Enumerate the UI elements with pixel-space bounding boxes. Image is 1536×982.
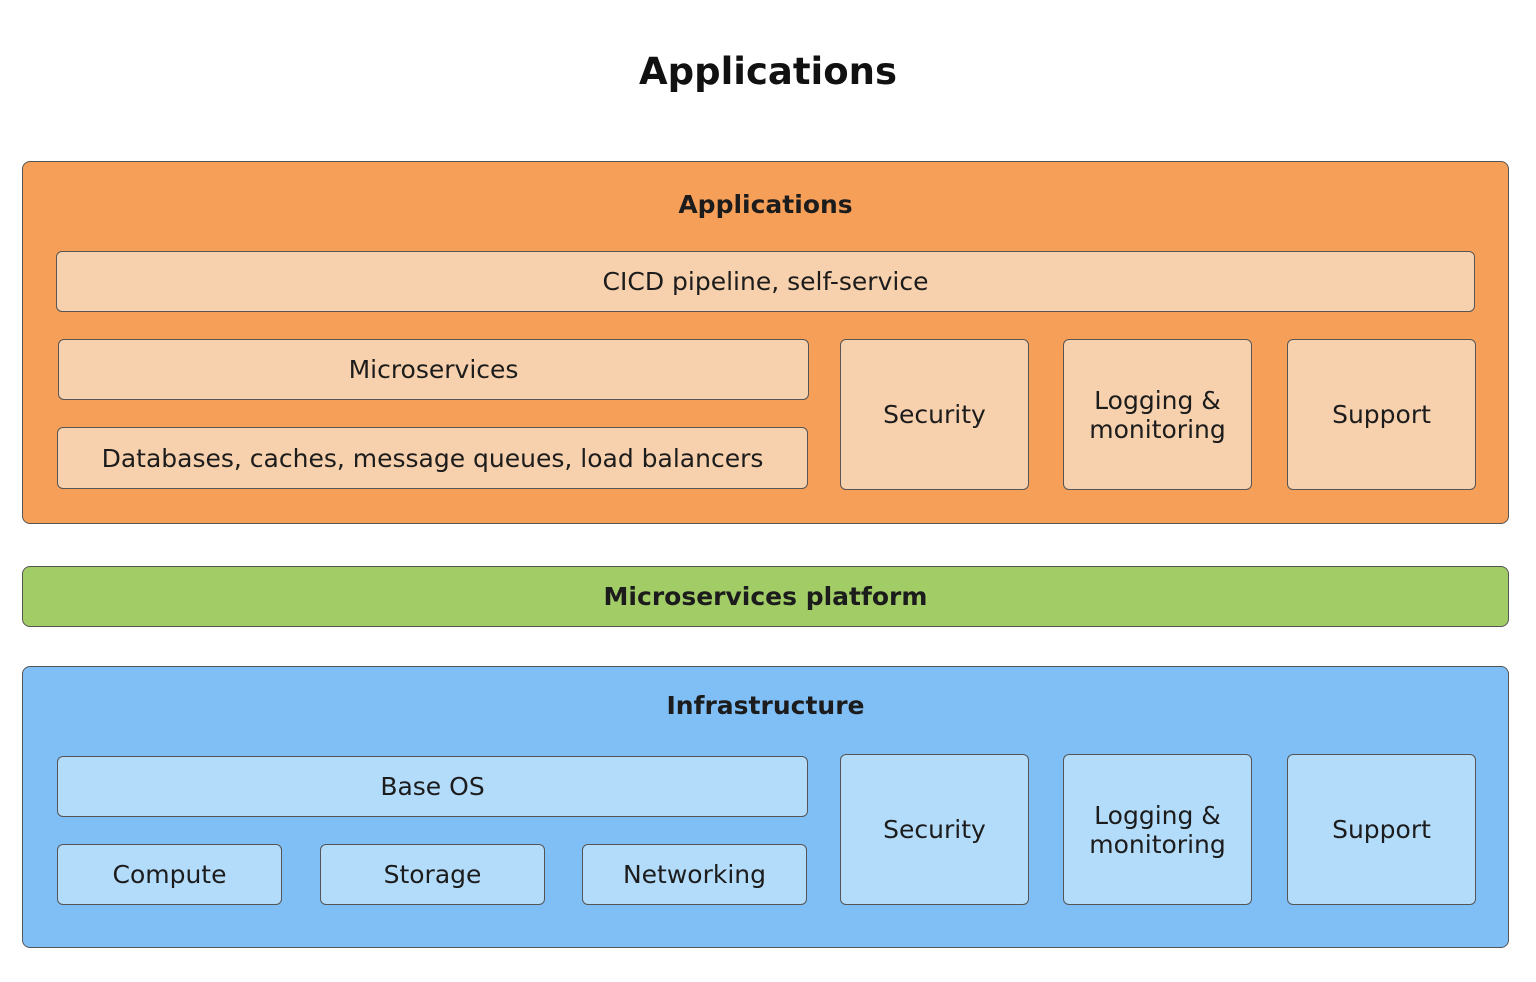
cicd-pipeline-box: CICD pipeline, self-service: [56, 251, 1475, 312]
infrastructure-layer: Infrastructure Base OS Compute Storage N…: [22, 666, 1509, 948]
base-os-label: Base OS: [380, 772, 485, 801]
microservices-platform-layer: Microservices platform: [22, 566, 1509, 627]
applications-logging-box: Logging & monitoring: [1063, 339, 1252, 490]
databases-label: Databases, caches, message queues, load …: [101, 443, 764, 473]
networking-label: Networking: [622, 860, 767, 889]
compute-box: Compute: [57, 844, 282, 905]
page-title: Applications: [638, 50, 898, 93]
infrastructure-support-box: Support: [1287, 754, 1476, 905]
applications-security-label: Security: [883, 400, 986, 429]
storage-label: Storage: [383, 860, 482, 889]
applications-layer-label: Applications: [678, 190, 853, 219]
applications-support-label: Support: [1332, 400, 1431, 429]
applications-logging-label-line2: monitoring: [1089, 414, 1226, 444]
infrastructure-layer-label: Infrastructure: [666, 691, 865, 720]
infrastructure-security-box: Security: [840, 754, 1029, 905]
infrastructure-security-label: Security: [883, 815, 986, 844]
microservices-platform-label: Microservices platform: [603, 582, 928, 611]
infrastructure-logging-label-line1: Logging &: [1094, 800, 1221, 830]
storage-box: Storage: [320, 844, 545, 905]
cicd-pipeline-label: CICD pipeline, self-service: [602, 267, 929, 296]
microservices-box: Microservices: [58, 339, 809, 400]
infrastructure-logging-box: Logging & monitoring: [1063, 754, 1252, 905]
applications-layer: Applications CICD pipeline, self-service…: [22, 161, 1509, 524]
applications-logging-label-line1: Logging &: [1094, 385, 1221, 415]
databases-box: Databases, caches, message queues, load …: [57, 427, 808, 489]
infrastructure-support-label: Support: [1332, 815, 1431, 844]
base-os-box: Base OS: [57, 756, 808, 817]
infrastructure-logging-label-line2: monitoring: [1089, 829, 1226, 859]
networking-box: Networking: [582, 844, 807, 905]
compute-label: Compute: [112, 860, 227, 889]
applications-security-box: Security: [840, 339, 1029, 490]
microservices-label: Microservices: [348, 355, 519, 384]
applications-support-box: Support: [1287, 339, 1476, 490]
